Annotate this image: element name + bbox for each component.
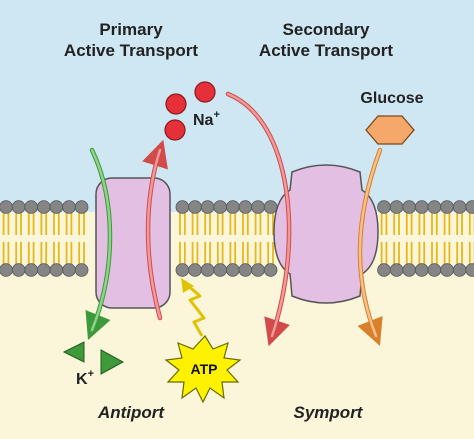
- atp-label: ATP: [191, 361, 218, 377]
- lipid-head: [213, 200, 228, 214]
- potassium-label: K+: [76, 368, 94, 388]
- lipid-head: [188, 263, 202, 277]
- lipid-head: [62, 263, 76, 277]
- lipid-head: [465, 200, 474, 214]
- energy-arrow: [185, 282, 206, 337]
- sodium-charge: +: [213, 109, 219, 121]
- lipid-head: [74, 263, 89, 277]
- potassium-charge: +: [88, 368, 94, 380]
- primary-title-line2: Active Transport: [64, 41, 198, 60]
- symport-caption: Symport: [294, 403, 364, 422]
- lipid-bilayer: [0, 200, 474, 277]
- lipid-head: [200, 200, 215, 214]
- lipid-head: [402, 263, 417, 277]
- lipid-head: [427, 200, 442, 214]
- sodium-ions: [164, 81, 216, 141]
- lipid-head: [62, 200, 76, 214]
- lipid-head: [200, 263, 215, 277]
- sodium-ion: [165, 93, 187, 115]
- secondary-title-line2: Active Transport: [259, 41, 393, 60]
- potassium-ion: [100, 349, 125, 375]
- lipid-head: [11, 200, 26, 214]
- lipid-head: [263, 200, 278, 214]
- extracellular-region: [0, 0, 474, 212]
- lipid-head: [226, 200, 240, 214]
- lipid-head: [175, 263, 190, 277]
- lipid-head: [402, 200, 417, 214]
- lipid-head: [0, 263, 13, 277]
- lipid-head: [452, 200, 467, 214]
- lipid-head: [49, 200, 64, 214]
- lipid-head: [389, 263, 404, 277]
- lipid-head: [452, 263, 467, 277]
- secondary-title-line1: Secondary: [283, 20, 370, 39]
- sodium-ion: [164, 119, 186, 141]
- glucose-arrow-inner: [358, 148, 382, 338]
- lipid-head: [251, 263, 265, 277]
- sodium-ion: [194, 81, 216, 103]
- lipid-head: [377, 263, 391, 277]
- primary-title-line1: Primary: [99, 20, 163, 39]
- lipid-head: [440, 200, 454, 214]
- lipid-head: [465, 263, 474, 277]
- glucose-label: Glucose: [360, 90, 423, 107]
- sodium-label: Na+: [193, 109, 220, 129]
- lipid-head: [175, 200, 190, 214]
- lipid-head: [24, 200, 39, 214]
- lipid-head: [251, 200, 265, 214]
- lipid-head: [11, 263, 26, 277]
- lipid-head: [0, 200, 13, 214]
- lipid-head: [49, 263, 64, 277]
- energy-arrowhead: [181, 278, 194, 293]
- lipid-head: [226, 263, 240, 277]
- lipid-head: [440, 263, 454, 277]
- lipid-head: [36, 263, 51, 277]
- lipid-head: [74, 200, 89, 214]
- lipid-head: [427, 263, 442, 277]
- lipid-head: [414, 263, 429, 277]
- lipid-head: [188, 200, 202, 214]
- lipid-head: [24, 263, 39, 277]
- lipid-head: [36, 200, 51, 214]
- antiport-caption: Antiport: [97, 403, 165, 422]
- secondary-transporter-protein: [273, 164, 379, 304]
- potassium-arrow-inner: [90, 148, 112, 332]
- lipid-head: [238, 263, 253, 277]
- sodium-exit-arrow-inner: [146, 148, 162, 320]
- lipid-head: [213, 263, 228, 277]
- lipid-head: [238, 200, 253, 214]
- glucose-hexagon: [365, 115, 415, 145]
- atp-burst: [164, 335, 242, 404]
- sodium-entry-arrow-inner: [226, 92, 291, 338]
- lipid-head: [263, 263, 278, 277]
- lipid-head: [377, 200, 391, 214]
- lipid-head: [414, 200, 429, 214]
- lipid-head: [389, 200, 404, 214]
- potassium-ion: [62, 341, 85, 363]
